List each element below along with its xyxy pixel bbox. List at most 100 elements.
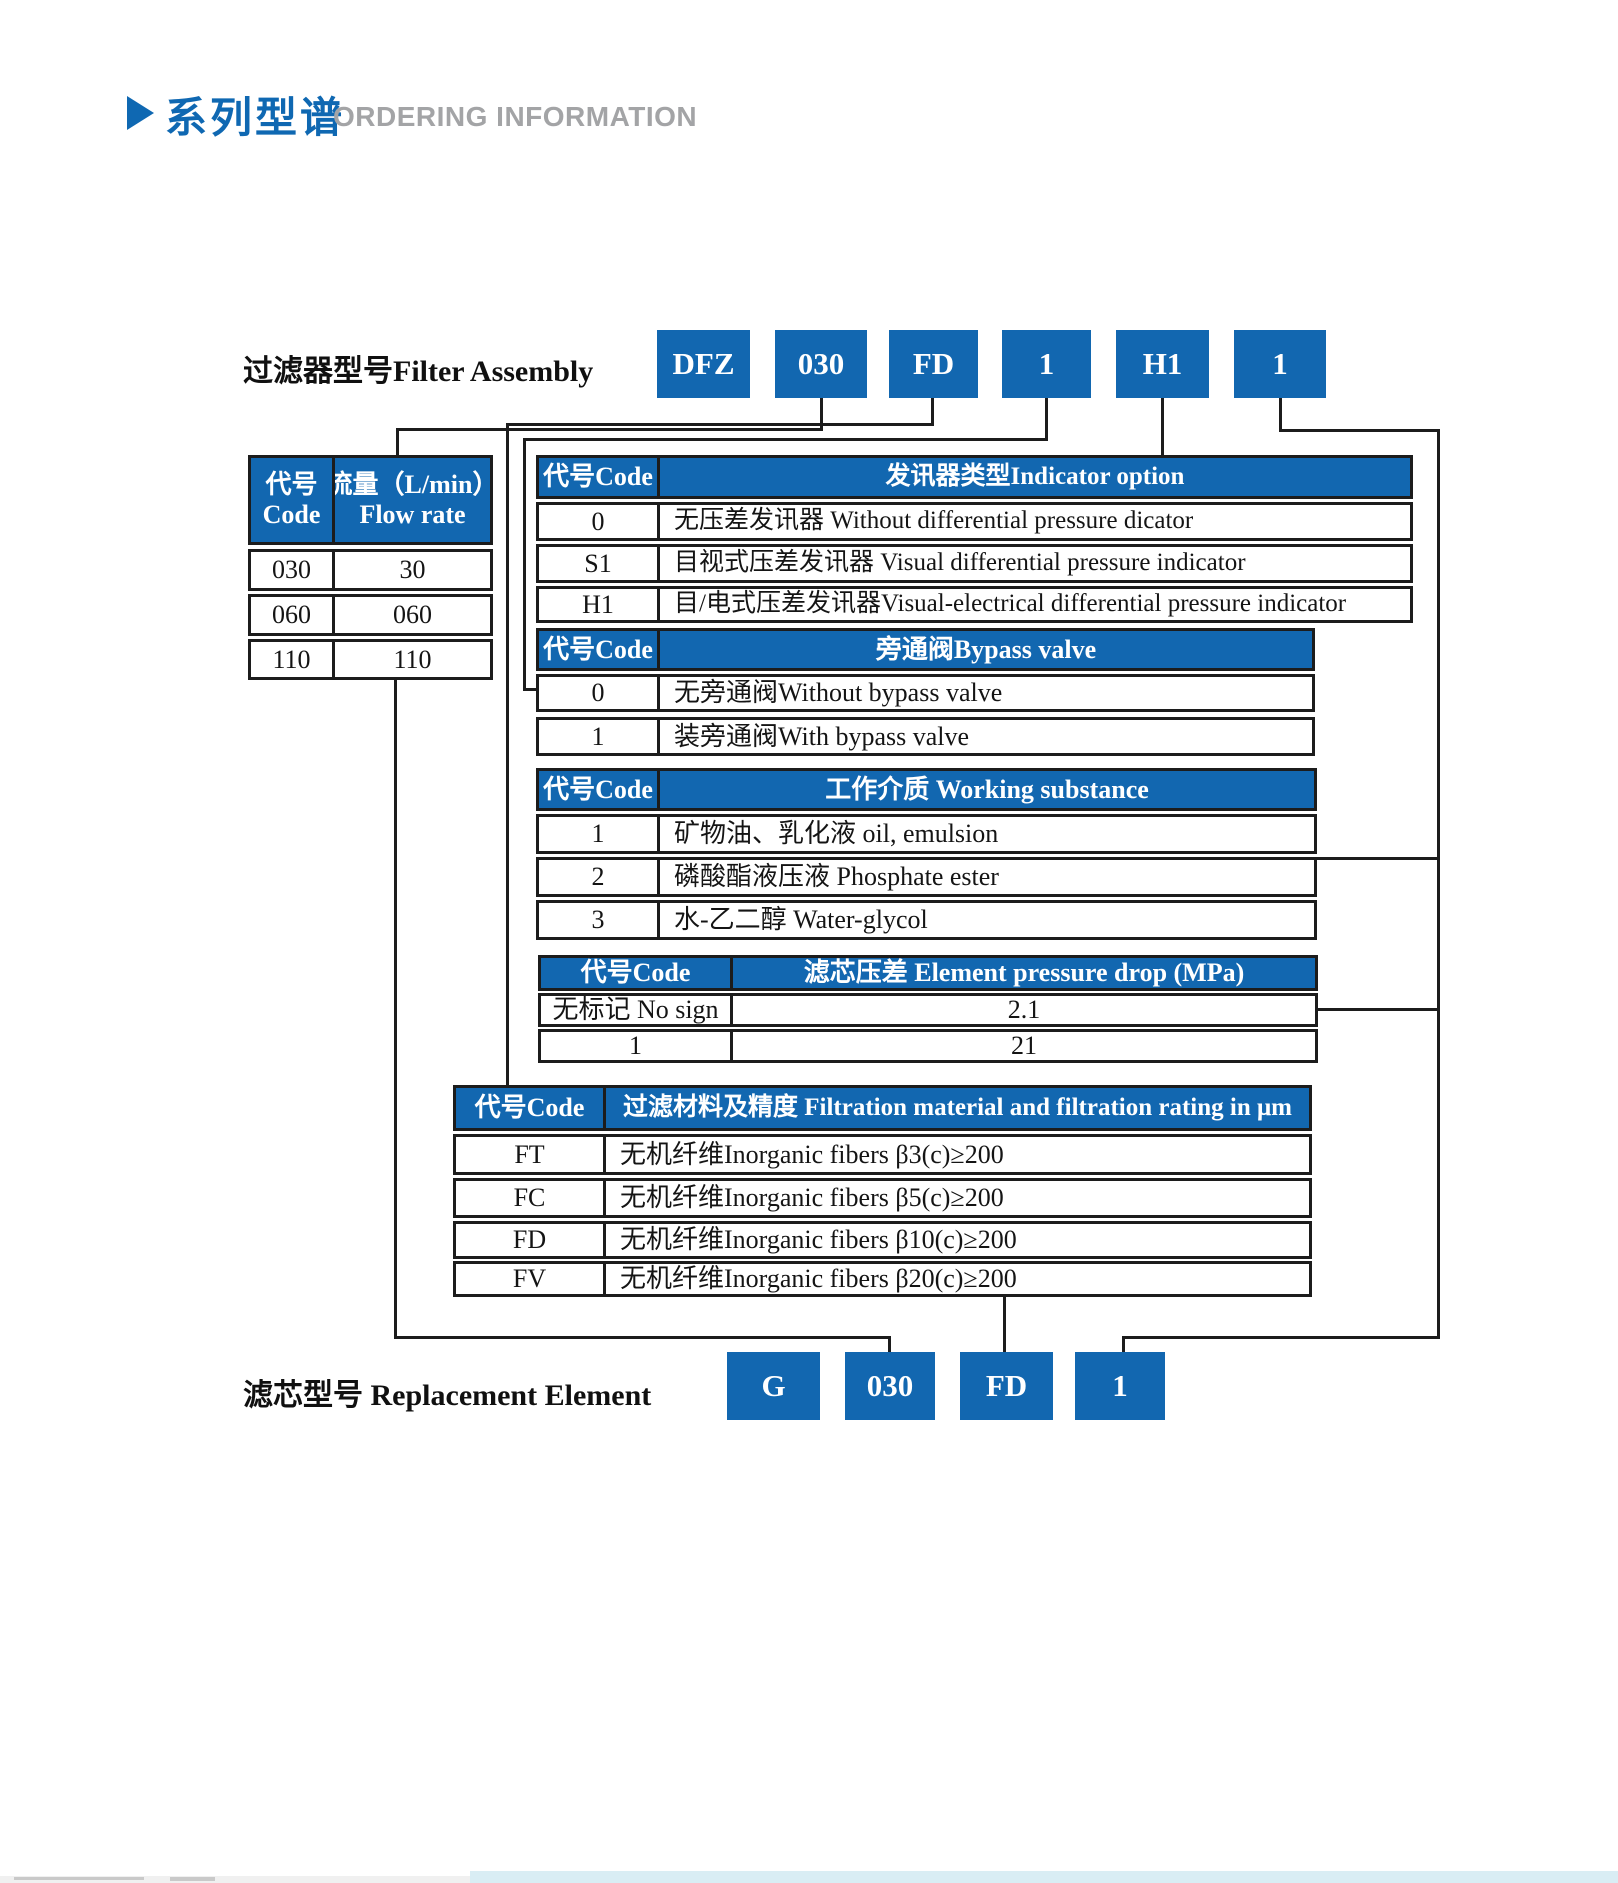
description-cell: 无压差发讯器 Without differential pressure dic…: [674, 507, 1194, 535]
connector-line: [394, 1336, 891, 1339]
connector-line: [931, 398, 934, 423]
description-cell: 无机纤维Inorganic fibers β3(c)≥200: [620, 1139, 1004, 1169]
element-code-box-material: FD: [960, 1352, 1053, 1420]
element-code-box-series: G: [727, 1352, 820, 1420]
element-code-box-flow: 030: [845, 1352, 935, 1420]
description-cell: 无旁通阀Without bypass valve: [674, 678, 1003, 708]
description-header-cell: 过滤材料及精度 Filtration material and filtrati…: [623, 1093, 1292, 1121]
code-cell: FD: [456, 1224, 606, 1256]
table-row: 060 060: [248, 594, 493, 636]
description-cell: 目视式压差发讯器 Visual differential pressure in…: [674, 549, 1246, 577]
table-row: S1 目视式压差发讯器 Visual differential pressure…: [536, 544, 1413, 583]
connector-line: [523, 438, 1048, 441]
description-cell: 无机纤维Inorganic fibers β10(c)≥200: [620, 1225, 1017, 1255]
code-cell: 3: [539, 903, 660, 937]
code-cell: 1: [541, 1031, 733, 1060]
value-cell: 060: [393, 600, 432, 630]
connector-line: [1122, 1336, 1440, 1339]
code-cell: 110: [251, 642, 335, 677]
connector-line: [396, 428, 823, 431]
table-header-row: 代号Code 工作介质 Working substance: [536, 768, 1317, 811]
description-cell: 无机纤维Inorganic fibers β5(c)≥200: [620, 1183, 1004, 1213]
code-cell: 2: [539, 860, 660, 894]
connector-line: [888, 1336, 891, 1352]
connector-line: [396, 428, 399, 455]
table-row: 3 水-乙二醇 Water-glycol: [536, 900, 1317, 940]
table-row: H1 目/电式压差发讯器Visual-electrical differenti…: [536, 586, 1413, 623]
connector-line: [506, 423, 509, 1085]
table-row: 1 装旁通阀With bypass valve: [536, 717, 1315, 756]
code-header-cell: 代号Code: [539, 458, 660, 496]
connector-line: [1122, 1336, 1125, 1352]
table-row: 0 无旁通阀Without bypass valve: [536, 674, 1315, 712]
connector-line: [1317, 857, 1437, 860]
code-cell: 1: [539, 817, 660, 851]
description-header-cell: 工作介质 Working substance: [825, 774, 1149, 804]
page-title-en: ORDERING INFORMATION: [333, 101, 698, 132]
table-row: 1 矿物油、乳化液 oil, emulsion: [536, 814, 1317, 854]
value-cell: 110: [393, 644, 432, 674]
footer-strip: [470, 1871, 1618, 1883]
code-cell: FT: [456, 1137, 606, 1172]
table-header-row: 代号Code 滤芯压差 Element pressure drop (MPa): [538, 955, 1318, 991]
code-header-cell: 代号Code: [539, 631, 660, 668]
connector-line: [394, 680, 397, 1339]
code-header-cell: 代号 Code: [251, 458, 335, 542]
filter-code-box-option: 1: [1234, 330, 1326, 398]
table-row: 030 30: [248, 549, 493, 591]
page-title-zh: 系列型谱: [165, 94, 346, 141]
code-cell: 0: [539, 677, 660, 709]
code-header-cell: 代号Code: [456, 1088, 606, 1128]
connector-line: [1437, 429, 1440, 1339]
flow-header-cell: 流量（L/min） Flow rate: [335, 470, 490, 529]
connector-line: [1318, 1008, 1437, 1011]
table-row: FD 无机纤维Inorganic fibers β10(c)≥200: [453, 1221, 1312, 1259]
connector-line: [1279, 429, 1440, 432]
section-arrow-icon: [127, 96, 154, 130]
description-header-cell: 旁通阀Bypass valve: [875, 634, 1097, 664]
footer-strip-left: [0, 1876, 470, 1883]
filter-code-box-indicator: H1: [1116, 330, 1209, 398]
filter-code-box-flow: 030: [775, 330, 867, 398]
description-cell: 水-乙二醇 Water-glycol: [674, 905, 928, 935]
description-cell: 无机纤维Inorganic fibers β20(c)≥200: [620, 1264, 1017, 1294]
connector-line: [1045, 398, 1048, 438]
value-cell: 21: [1011, 1032, 1037, 1060]
description-cell: 磷酸酯液压液 Phosphate ester: [674, 862, 999, 892]
footer-smudge: [170, 1877, 215, 1881]
description-cell: 矿物油、乳化液 oil, emulsion: [674, 819, 999, 849]
filter-code-box-series: DFZ: [657, 330, 750, 398]
code-cell: 030: [251, 552, 335, 588]
code-cell: H1: [539, 589, 660, 620]
code-cell: S1: [539, 547, 660, 580]
code-header-cell: 代号Code: [539, 771, 660, 808]
table-row: FV 无机纤维Inorganic fibers β20(c)≥200: [453, 1261, 1312, 1297]
code-cell: 060: [251, 597, 335, 633]
description-header-cell: 发讯器类型Indicator option: [885, 462, 1185, 490]
connector-line: [1161, 398, 1164, 455]
connector-line: [523, 688, 539, 691]
code-cell: 0: [539, 505, 660, 538]
table-row: FT 无机纤维Inorganic fibers β3(c)≥200: [453, 1134, 1312, 1175]
connector-line: [820, 398, 823, 428]
code-cell: FV: [456, 1264, 606, 1294]
filter-assembly-label: 过滤器型号Filter Assembly: [243, 355, 594, 388]
table-row: 1 21: [538, 1029, 1318, 1063]
connector-line: [523, 438, 526, 691]
description-cell: 装旁通阀With bypass valve: [674, 721, 970, 751]
connector-line: [1279, 398, 1282, 429]
table-row: 无标记 No sign 2.1: [538, 993, 1318, 1027]
table-header-row: 代号Code 发讯器类型Indicator option: [536, 455, 1413, 499]
filter-code-box-material: FD: [889, 330, 978, 398]
connector-line: [506, 423, 934, 426]
table-row: 2 磷酸酯液压液 Phosphate ester: [536, 857, 1317, 897]
table-header-row: 代号Code 过滤材料及精度 Filtration material and f…: [453, 1085, 1312, 1131]
description-header-cell: 滤芯压差 Element pressure drop (MPa): [803, 958, 1245, 988]
code-cell: FC: [456, 1181, 606, 1215]
table-row: 0 无压差发讯器 Without differential pressure d…: [536, 502, 1413, 541]
table-row: 110 110: [248, 639, 493, 680]
table-row: FC 无机纤维Inorganic fibers β5(c)≥200: [453, 1178, 1312, 1218]
description-cell: 目/电式压差发讯器Visual-electrical differential …: [674, 590, 1347, 618]
footer-smudge: [14, 1877, 144, 1880]
